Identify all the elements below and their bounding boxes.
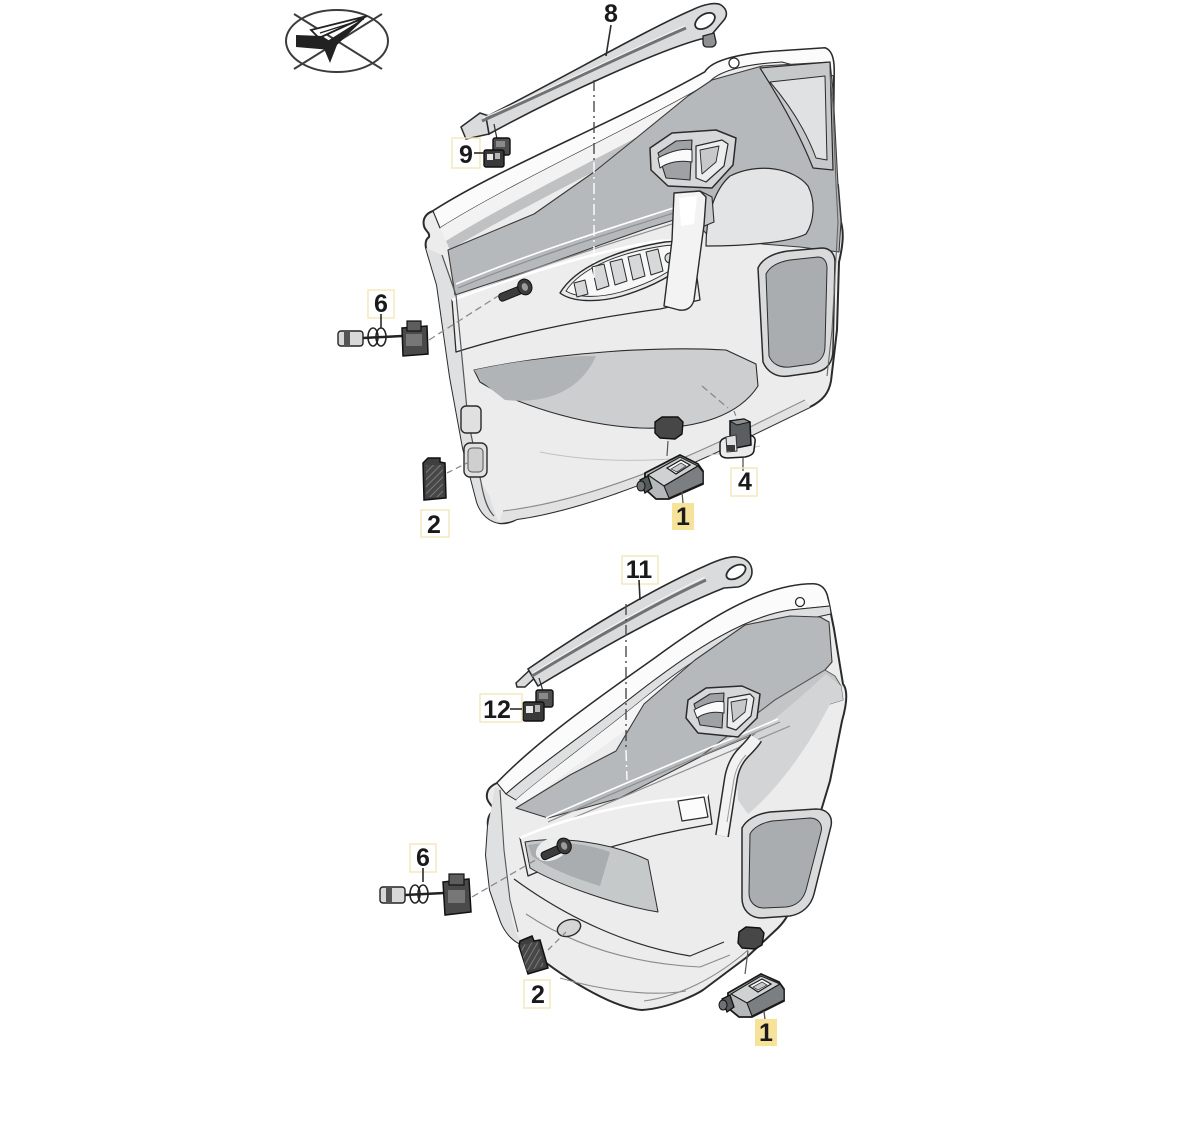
svg-text:1: 1 — [759, 1019, 773, 1047]
svg-text:9: 9 — [459, 141, 473, 169]
svg-text:12: 12 — [483, 696, 511, 724]
svg-text:2: 2 — [531, 981, 545, 1009]
svg-text:4: 4 — [738, 468, 752, 496]
svg-text:2: 2 — [427, 511, 441, 539]
svg-text:1: 1 — [676, 503, 690, 531]
svg-text:11: 11 — [626, 556, 653, 584]
svg-text:8: 8 — [604, 0, 618, 28]
svg-text:6: 6 — [416, 844, 430, 872]
svg-text:6: 6 — [374, 290, 388, 318]
